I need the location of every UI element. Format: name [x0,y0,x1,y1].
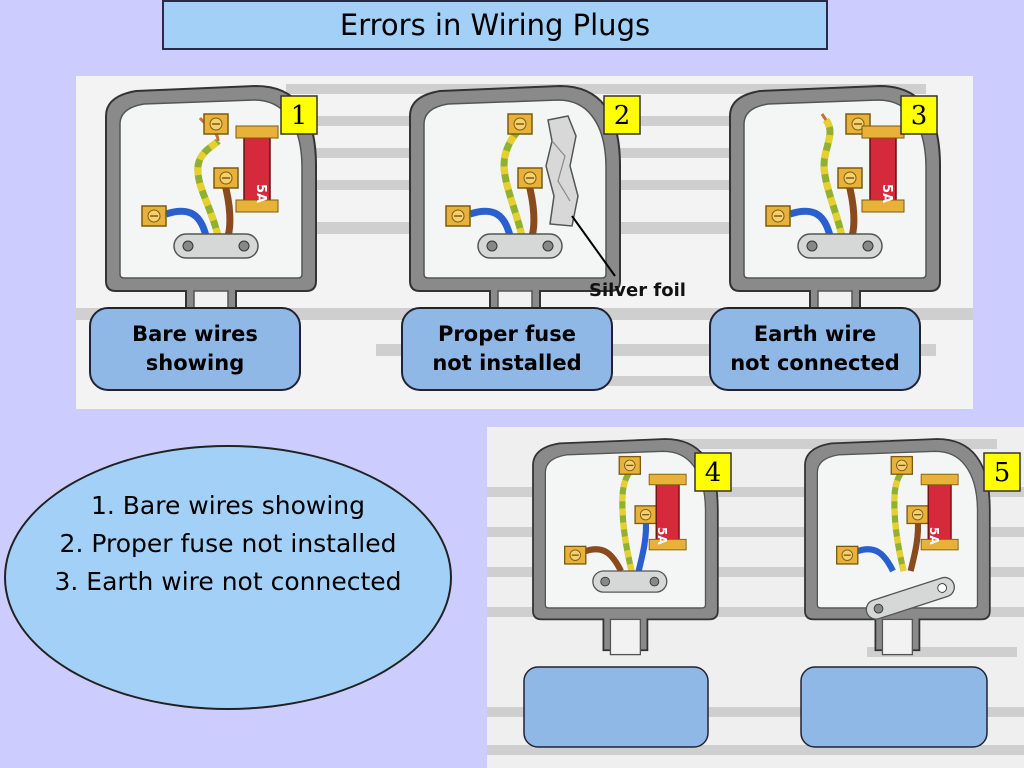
top-plug-diagram: 5A Silver foil 5A Bare wires sh [76,76,973,409]
plug-1 [105,85,317,332]
caption-2-line2: not installed [432,351,581,375]
title-bar: Errors in Wiring Plugs [162,0,828,50]
summary-item-2: 2. Proper fuse not installed [59,529,397,558]
caption-1-line2: showing [146,351,244,375]
caption-box-3: Earth wire not connected [709,307,921,391]
svg-text:3: 3 [911,101,928,131]
summary-item-3: 3. Earth wire not connected [54,567,402,596]
summary-list: 1. Bare wires showing 2. Proper fuse not… [6,487,450,601]
badge-2: 2 [603,95,641,135]
svg-text:2: 2 [614,101,631,131]
plug-4 [532,438,719,656]
bottom-plug-diagram: 5A 5A 4 5 [487,427,1024,768]
plug-3-fuse-label: 5A [879,184,894,203]
caption-box-2: Proper fuse not installed [401,307,613,391]
plug-2 [409,85,621,332]
summary-item-1: 1. Bare wires showing [90,491,366,520]
badge-3: 3 [900,95,938,135]
plug-5-fuse-label: 5A [927,527,941,545]
caption-3-line2: not connected [730,351,900,375]
badge-1: 1 [280,95,318,135]
caption-box-4 [523,666,709,748]
summary-oval: 1. Bare wires showing 2. Proper fuse not… [4,445,452,710]
plug-5 [804,438,991,656]
caption-1-line1: Bare wires [132,322,258,346]
caption-box-1: Bare wires showing [89,307,301,391]
slide-title: Errors in Wiring Plugs [339,8,651,42]
svg-text:4: 4 [705,458,722,488]
plug-4-fuse-label: 5A [655,527,669,545]
plug-3 [729,85,941,332]
plug-1-fuse-label: 5A [253,184,268,203]
caption-2-line1: Proper fuse [438,322,576,346]
svg-text:1: 1 [291,101,308,131]
badge-4: 4 [694,452,732,492]
caption-box-5 [800,666,988,748]
badge-5: 5 [983,452,1021,492]
caption-3-line1: Earth wire [754,322,876,346]
silver-foil-label: Silver foil [589,280,686,301]
svg-text:5: 5 [994,458,1011,488]
